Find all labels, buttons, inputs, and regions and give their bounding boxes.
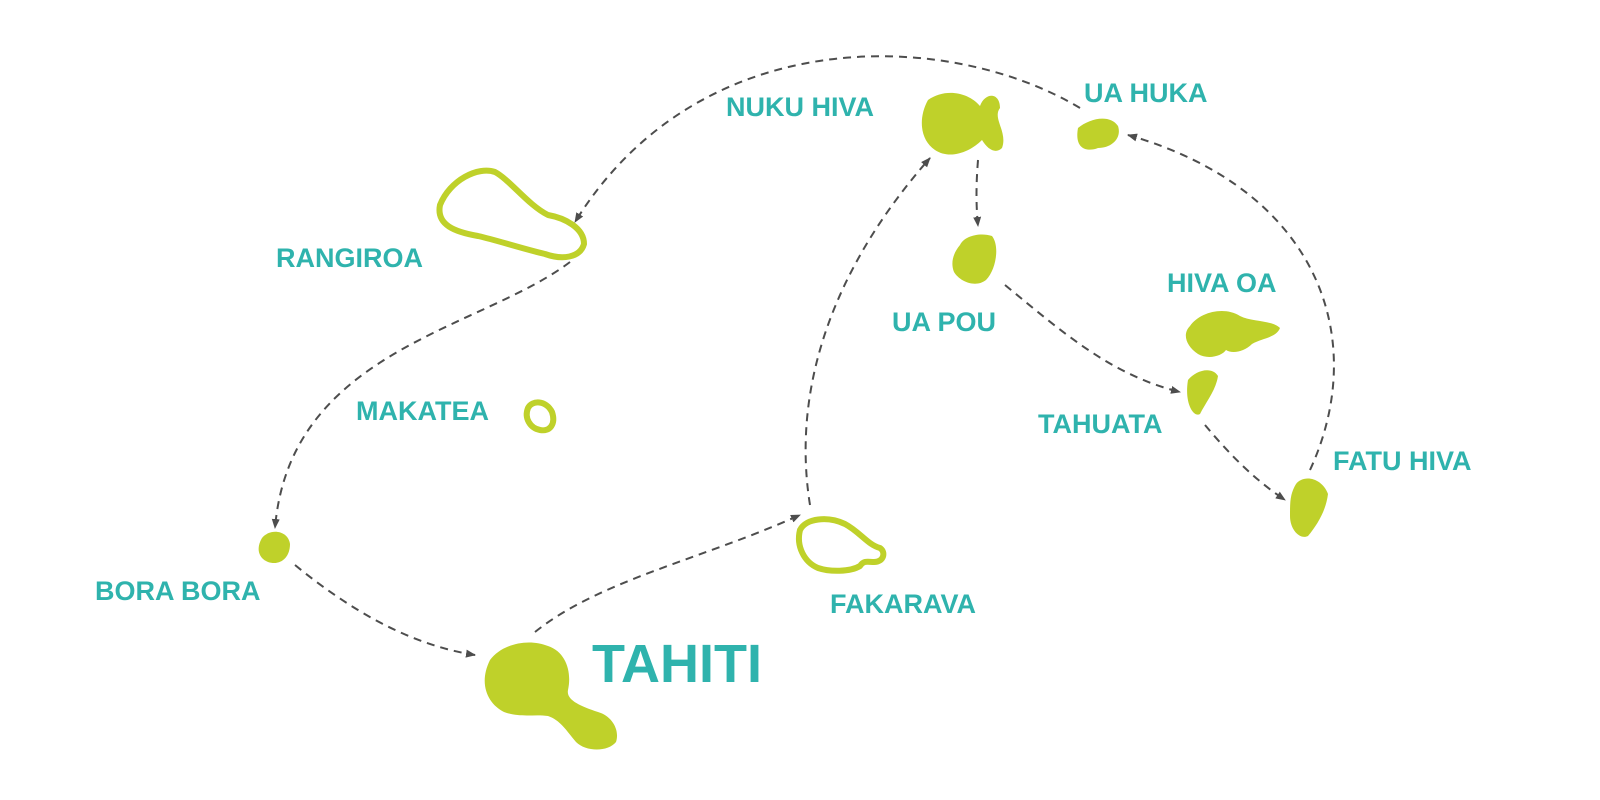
route-ua-huka-to-rangiroa xyxy=(574,55,1081,223)
route-fakarava-to-nuku-hiva xyxy=(804,157,931,506)
label-tahiti: TAHITI xyxy=(592,634,762,694)
label-makatea: MAKATEA xyxy=(356,396,489,426)
ua-huka-island xyxy=(1077,118,1119,150)
makatea-atoll xyxy=(523,399,557,434)
route-lines xyxy=(271,55,1335,658)
rangiroa-atoll xyxy=(436,167,587,261)
route-tahuata-to-fatu-hiva xyxy=(1204,424,1286,501)
label-fakarava: FAKARAVA xyxy=(830,589,976,619)
route-nuku-hiva-to-ua-pou xyxy=(973,159,982,227)
route-fatu-hiva-to-ua-huka xyxy=(1127,133,1335,471)
route-ua-pou-to-tahuata xyxy=(1004,284,1181,394)
tahiti-island xyxy=(484,642,618,750)
island-labels: NUKU HIVA UA HUKA RANGIROA UA POU HIVA O… xyxy=(95,78,1472,694)
label-rangiroa: RANGIROA xyxy=(276,243,423,273)
tahuata-island xyxy=(1187,370,1218,415)
ua-pou-island xyxy=(952,234,997,284)
label-bora-bora: BORA BORA xyxy=(95,576,261,606)
label-ua-pou: UA POU xyxy=(892,307,996,337)
label-ua-huka: UA HUKA xyxy=(1084,78,1208,108)
label-tahuata: TAHUATA xyxy=(1038,409,1162,439)
nuku-hiva-island xyxy=(921,92,1004,155)
route-tahiti-to-fakarava xyxy=(534,514,801,633)
hiva-oa-island xyxy=(1185,311,1280,357)
label-nuku-hiva: NUKU HIVA xyxy=(726,92,874,122)
fatu-hiva-island xyxy=(1290,478,1328,537)
islands xyxy=(258,92,1328,750)
label-hiva-oa: HIVA OA xyxy=(1167,268,1277,298)
bora-bora-island xyxy=(258,531,290,564)
route-rangiroa-to-bora-bora xyxy=(271,261,571,529)
route-bora-bora-to-tahiti xyxy=(294,564,476,658)
label-fatu-hiva: FATU HIVA xyxy=(1333,446,1472,476)
fakarava-atoll xyxy=(796,516,887,574)
